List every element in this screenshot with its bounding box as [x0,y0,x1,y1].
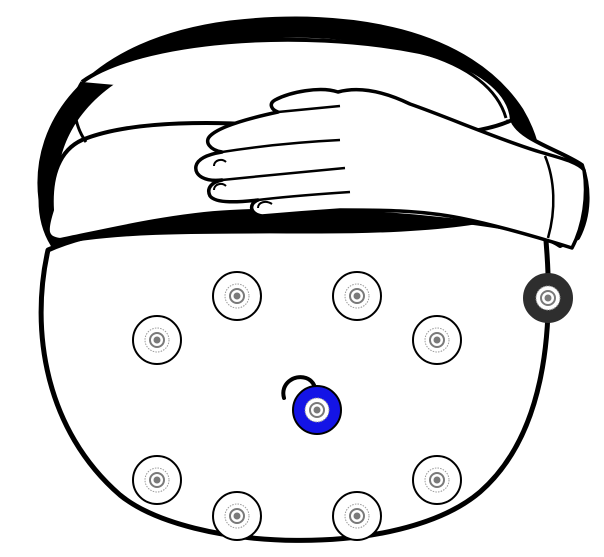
electrode-icon-bottom-right-inner[interactable] [332,491,382,541]
electrode-icon-top-right[interactable] [332,271,382,321]
electrode-icon-top-left[interactable] [212,271,262,321]
electrode-icon-bottom-right-outer[interactable] [412,455,462,505]
electrode-icon-bottom-left-outer[interactable] [132,455,182,505]
shirt-fold-line-2 [419,50,508,119]
electrode-icon-mid-left[interactable] [132,315,182,365]
electrode-icon-side[interactable] [523,273,573,323]
electrode-icon-mid-right[interactable] [412,315,462,365]
belly-outline [38,197,551,543]
electrodes-group [132,271,573,541]
electrode-icon-center[interactable] [292,385,342,435]
shirt-fold-line-1 [73,81,88,143]
hand-icon [194,87,588,250]
electrode-icon-bottom-left-inner[interactable] [212,491,262,541]
